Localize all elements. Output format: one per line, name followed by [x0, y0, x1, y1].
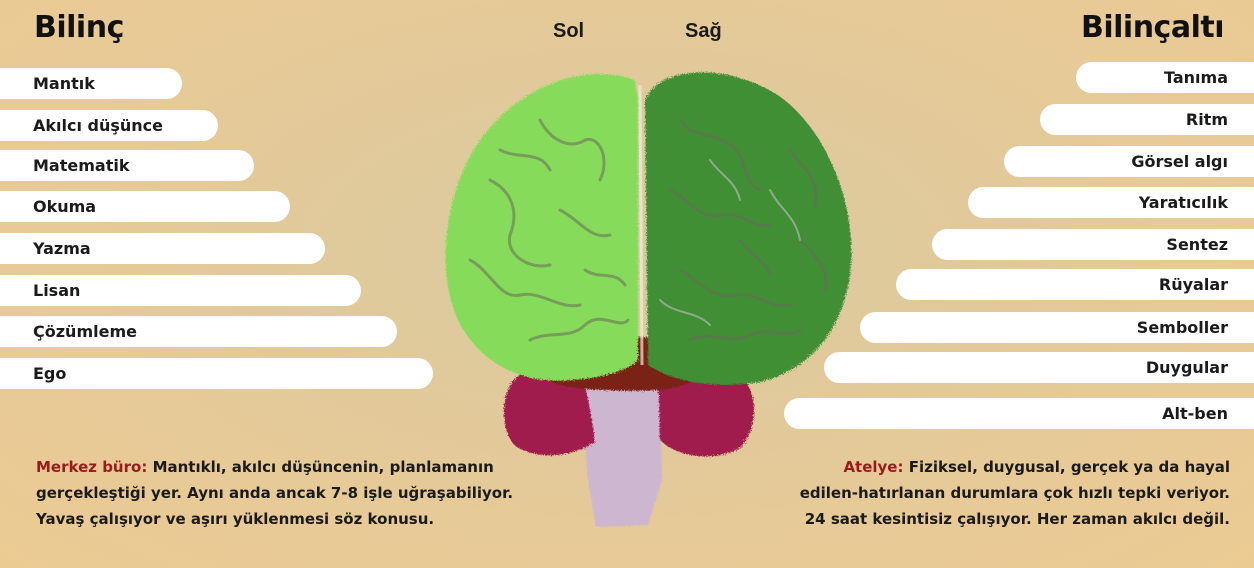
left-item: Yazma — [0, 233, 325, 264]
left-item: Lisan — [0, 275, 361, 306]
left-item: Çözümleme — [0, 316, 397, 347]
right-description-line: edilen-hatırlanan durumlara çok hızlı te… — [800, 480, 1230, 506]
left-hemisphere — [446, 74, 638, 381]
right-description-text: Fiziksel, duygusal, gerçek ya da hayal — [909, 458, 1230, 476]
right-description: Atelye: Fiziksel, duygusal, gerçek ya da… — [800, 454, 1230, 532]
left-description: Merkez büro: Mantıklı, akılcı düşüncenin… — [36, 454, 513, 532]
right-item: Tanıma — [1076, 62, 1254, 93]
right-description-line: Atelye: Fiziksel, duygusal, gerçek ya da… — [800, 454, 1230, 480]
left-item: Ego — [0, 358, 433, 389]
left-title: Bilinç — [34, 10, 124, 45]
right-item: Rüyalar — [896, 269, 1254, 300]
right-title: Bilinçaltı — [1081, 10, 1224, 45]
left-item: Matematik — [0, 150, 254, 181]
left-item: Okuma — [0, 191, 290, 222]
left-description-line: gerçekleştiği yer. Aynı anda ancak 7-8 i… — [36, 480, 513, 506]
brain-stem — [578, 370, 662, 527]
right-item: Duygular — [824, 352, 1254, 383]
left-description-line: Yavaş çalışıyor ve aşırı yüklenmesi söz … — [36, 506, 513, 532]
left-item: Akılcı düşünce — [0, 110, 218, 141]
left-description-label: Merkez büro: — [36, 458, 147, 476]
left-description-text: Mantıklı, akılcı düşüncenin, planlamanın — [153, 458, 494, 476]
right-item: Semboller — [860, 312, 1254, 343]
right-item: Sentez — [932, 229, 1254, 260]
right-description-line: 24 saat kesintisiz çalışıyor. Her zaman … — [800, 506, 1230, 532]
right-description-label: Atelye: — [843, 458, 903, 476]
left-item: Mantık — [0, 68, 182, 99]
right-item: Yaratıcılık — [968, 187, 1254, 218]
right-item: Görsel algı — [1004, 146, 1254, 177]
left-description-line: Merkez büro: Mantıklı, akılcı düşüncenin… — [36, 454, 513, 480]
interhemispheric-fissure — [640, 85, 642, 365]
right-hemisphere — [645, 72, 851, 384]
right-item: Ritm — [1040, 104, 1254, 135]
